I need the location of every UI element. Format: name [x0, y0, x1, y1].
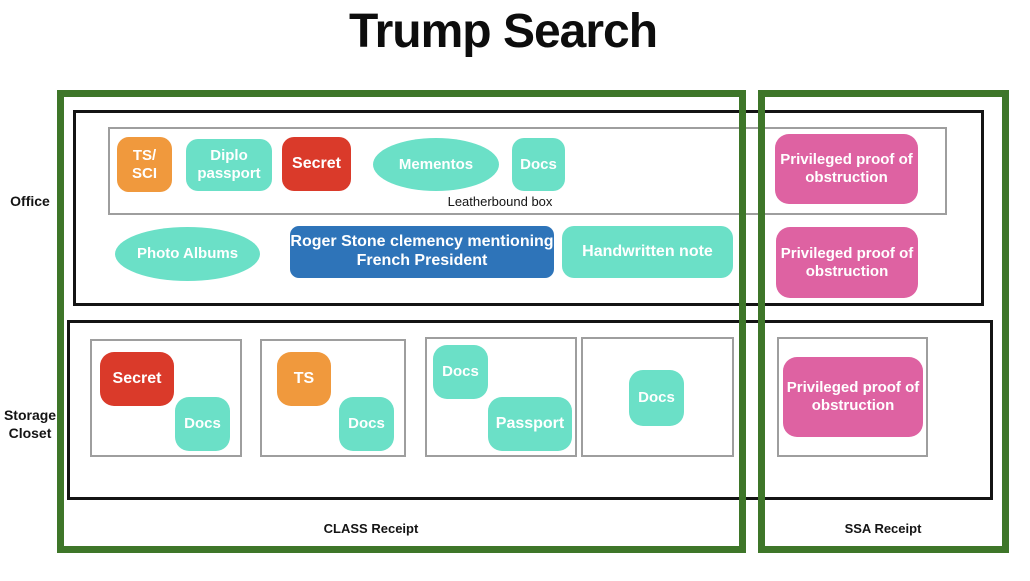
item-handwritten-note: Handwritten note	[562, 226, 733, 278]
item-diplo-passport: Diplo passport	[186, 139, 272, 191]
class-receipt-label: CLASS Receipt	[323, 521, 419, 536]
item-mementos: Mementos	[373, 138, 499, 191]
item-ts-sci: TS/ SCI	[117, 137, 172, 192]
item-docs-storage-1: Docs	[175, 397, 230, 451]
storage-box-2	[260, 339, 406, 457]
ssa-receipt-frame	[758, 90, 1009, 553]
item-docs-storage-3: Docs	[433, 345, 488, 399]
item-privileged-proof-3: Privileged proof of obstruction	[783, 357, 923, 437]
item-privileged-proof-2: Privileged proof of obstruction	[776, 227, 918, 298]
office-label: Office	[10, 193, 50, 209]
storage-box-1	[90, 339, 242, 457]
item-roger-stone-clemency: Roger Stone clemency mentioning French P…	[290, 226, 554, 278]
storage-closet-label: Storage Closet	[3, 407, 57, 442]
item-docs-leatherbound: Docs	[512, 138, 565, 191]
office-room-box	[73, 110, 984, 306]
leatherbound-box-label: Leatherbound box	[447, 194, 553, 209]
class-receipt-frame	[57, 90, 746, 553]
item-secret: Secret	[282, 137, 351, 191]
item-secret-storage: Secret	[100, 352, 174, 406]
storage-box-ssa	[777, 337, 928, 457]
storage-closet-room-box	[67, 320, 993, 500]
item-photo-albums: Photo Albums	[115, 227, 260, 281]
page-title: Trump Search	[348, 5, 658, 58]
item-privileged-proof-1: Privileged proof of obstruction	[775, 134, 918, 204]
item-docs-storage-2: Docs	[339, 397, 394, 451]
storage-box-4	[581, 337, 734, 457]
leatherbound-box	[108, 127, 947, 215]
item-docs-storage-4: Docs	[629, 370, 684, 426]
item-ts-storage: TS	[277, 352, 331, 406]
item-passport: Passport	[488, 397, 572, 451]
storage-box-3	[425, 337, 577, 457]
ssa-receipt-label: SSA Receipt	[844, 521, 922, 536]
